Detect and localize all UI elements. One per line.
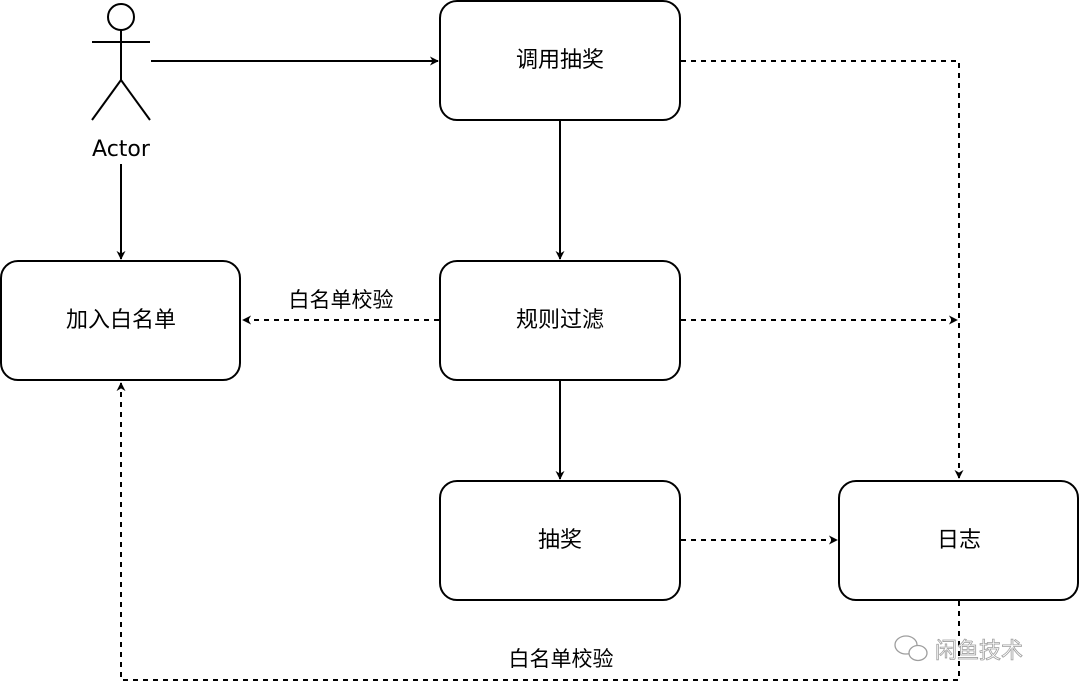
- actor-left-leg: [91, 79, 122, 121]
- node-lottery: 抽奖: [439, 480, 681, 601]
- watermark: 闲鱼技术: [894, 635, 1023, 664]
- node-invoke-lottery-box: [439, 0, 681, 121]
- edge-invoke-to-log: [681, 60, 964, 479]
- node-lottery-label: 抽奖: [538, 528, 582, 553]
- watermark-text: 闲鱼技术: [935, 639, 1023, 664]
- actor-label: Actor: [92, 137, 151, 162]
- node-add-whitelist-box: [0, 260, 241, 381]
- node-add-whitelist: 加入白名单: [0, 260, 241, 381]
- actor-figure: [91, 3, 151, 121]
- node-add-whitelist-label: 加入白名单: [66, 308, 176, 333]
- node-rule-filter: 规则过滤: [439, 260, 681, 381]
- node-lottery-box: [439, 480, 681, 601]
- edge-label-whitelist-check-lower: 白名单校验: [509, 647, 614, 671]
- node-invoke-lottery: 调用抽奖: [439, 0, 681, 121]
- node-log-box: [838, 480, 1079, 601]
- edge-label-whitelist-check-upper: 白名单校验: [289, 288, 394, 312]
- wechat-icon: [894, 635, 928, 662]
- node-log: 日志: [838, 480, 1079, 601]
- node-rule-filter-label: 规则过滤: [516, 308, 604, 333]
- node-invoke-lottery-label: 调用抽奖: [516, 48, 604, 73]
- wechat-bubble-small: [908, 644, 928, 662]
- actor-right-leg: [120, 79, 151, 121]
- node-rule-filter-box: [439, 260, 681, 381]
- node-log-label: 日志: [937, 528, 981, 553]
- actor-head: [107, 3, 135, 31]
